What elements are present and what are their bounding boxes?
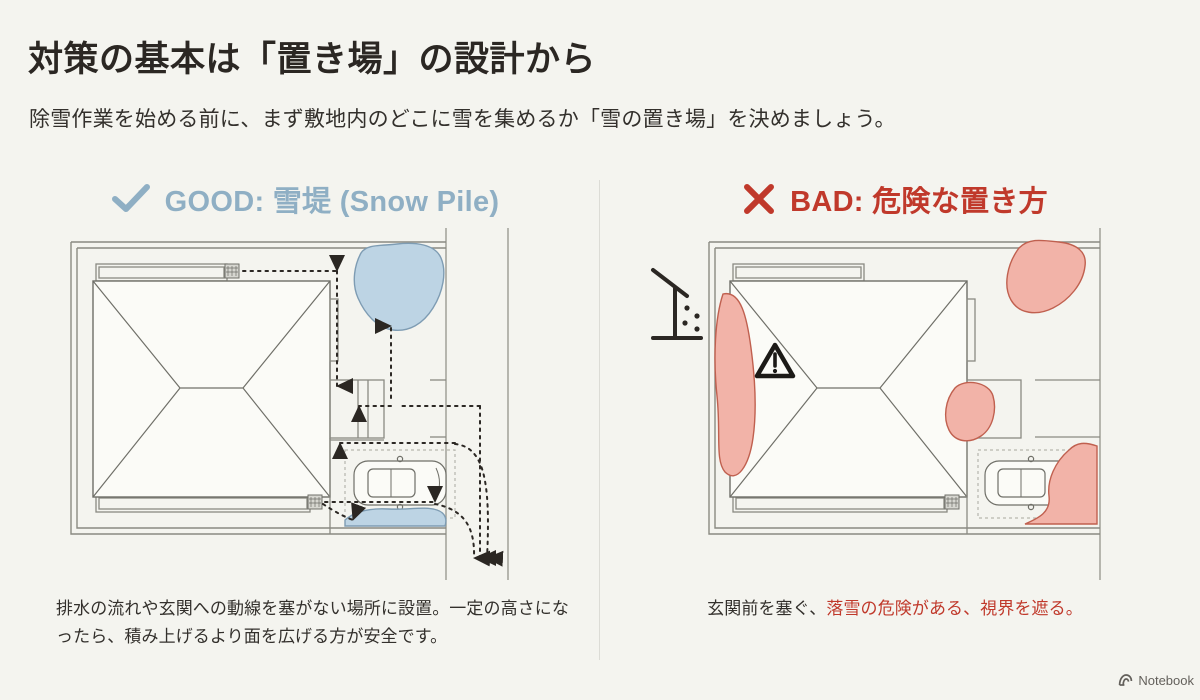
drain-grate [944, 494, 960, 510]
panel-bad-header: BAD: 危険な置き方 [610, 178, 1180, 220]
snow-pile-lower [344, 507, 447, 527]
panel-good: GOOD: 雪堤 (Snow Pile) [20, 170, 590, 670]
floor-plan-bad-svg [651, 228, 1101, 580]
snow-pile-upper [353, 242, 445, 331]
drain-grate-north [224, 263, 240, 279]
roof-snow-fall-icon [651, 268, 703, 340]
entrance-porch [329, 379, 446, 534]
entrance-porch [966, 379, 1100, 534]
page-subtitle: 除雪作業を始める前に、まず敷地内のどこに雪を集めるか「雪の置き場」を決めましょう… [29, 108, 896, 131]
balcony-north [95, 263, 228, 282]
caption-bad: 玄関前を塞ぐ、落雪の危険がある、視界を遮る。 [610, 595, 1180, 623]
parking-space [344, 449, 456, 519]
panel-bad: BAD: 危険な置き方 [610, 170, 1180, 670]
road-edge [445, 228, 509, 580]
snow-blob-upper-right [1006, 239, 1086, 314]
floor-plan-good-svg [70, 228, 509, 580]
check-icon [111, 184, 150, 212]
balcony-north [732, 263, 865, 282]
plan-good [20, 228, 590, 593]
watermark-label: Notebook [1138, 673, 1194, 688]
caption-bad-plain: 玄関前を塞ぐ、 [707, 599, 827, 618]
notebooklm-logo-icon [1119, 674, 1133, 686]
cross-icon [744, 184, 775, 214]
house-hip-roof [92, 280, 331, 498]
house-hip-roof [729, 280, 968, 498]
panel-good-label: GOOD: 雪堤 (Snow Pile) [164, 186, 500, 218]
watermark: Notebook [1118, 673, 1194, 688]
warning-triangle-icon [754, 342, 796, 379]
snow-route-arrows [242, 255, 504, 567]
caption-bad-danger: 落雪の危険がある、視界を遮る。 [826, 599, 1083, 618]
snow-blob-entrance [944, 381, 996, 442]
car [353, 455, 447, 511]
plan-bad [610, 228, 1180, 593]
site-boundary [70, 241, 446, 535]
snow-blob-lower-right [1024, 442, 1098, 525]
panel-good-header: GOOD: 雪堤 (Snow Pile) [20, 178, 590, 220]
drain-grate-south [307, 494, 323, 510]
caption-good: 排水の流れや玄関への動線を塞がない場所に設置。一定の高さになったら、積み上げるよ… [56, 599, 569, 647]
snow-blob-west-wall [714, 293, 756, 477]
panel-bad-label: BAD: 危険な置き方 [790, 186, 1048, 218]
page-title: 対策の基本は「置き場」の設計から [28, 40, 597, 79]
panel-divider [599, 180, 600, 660]
